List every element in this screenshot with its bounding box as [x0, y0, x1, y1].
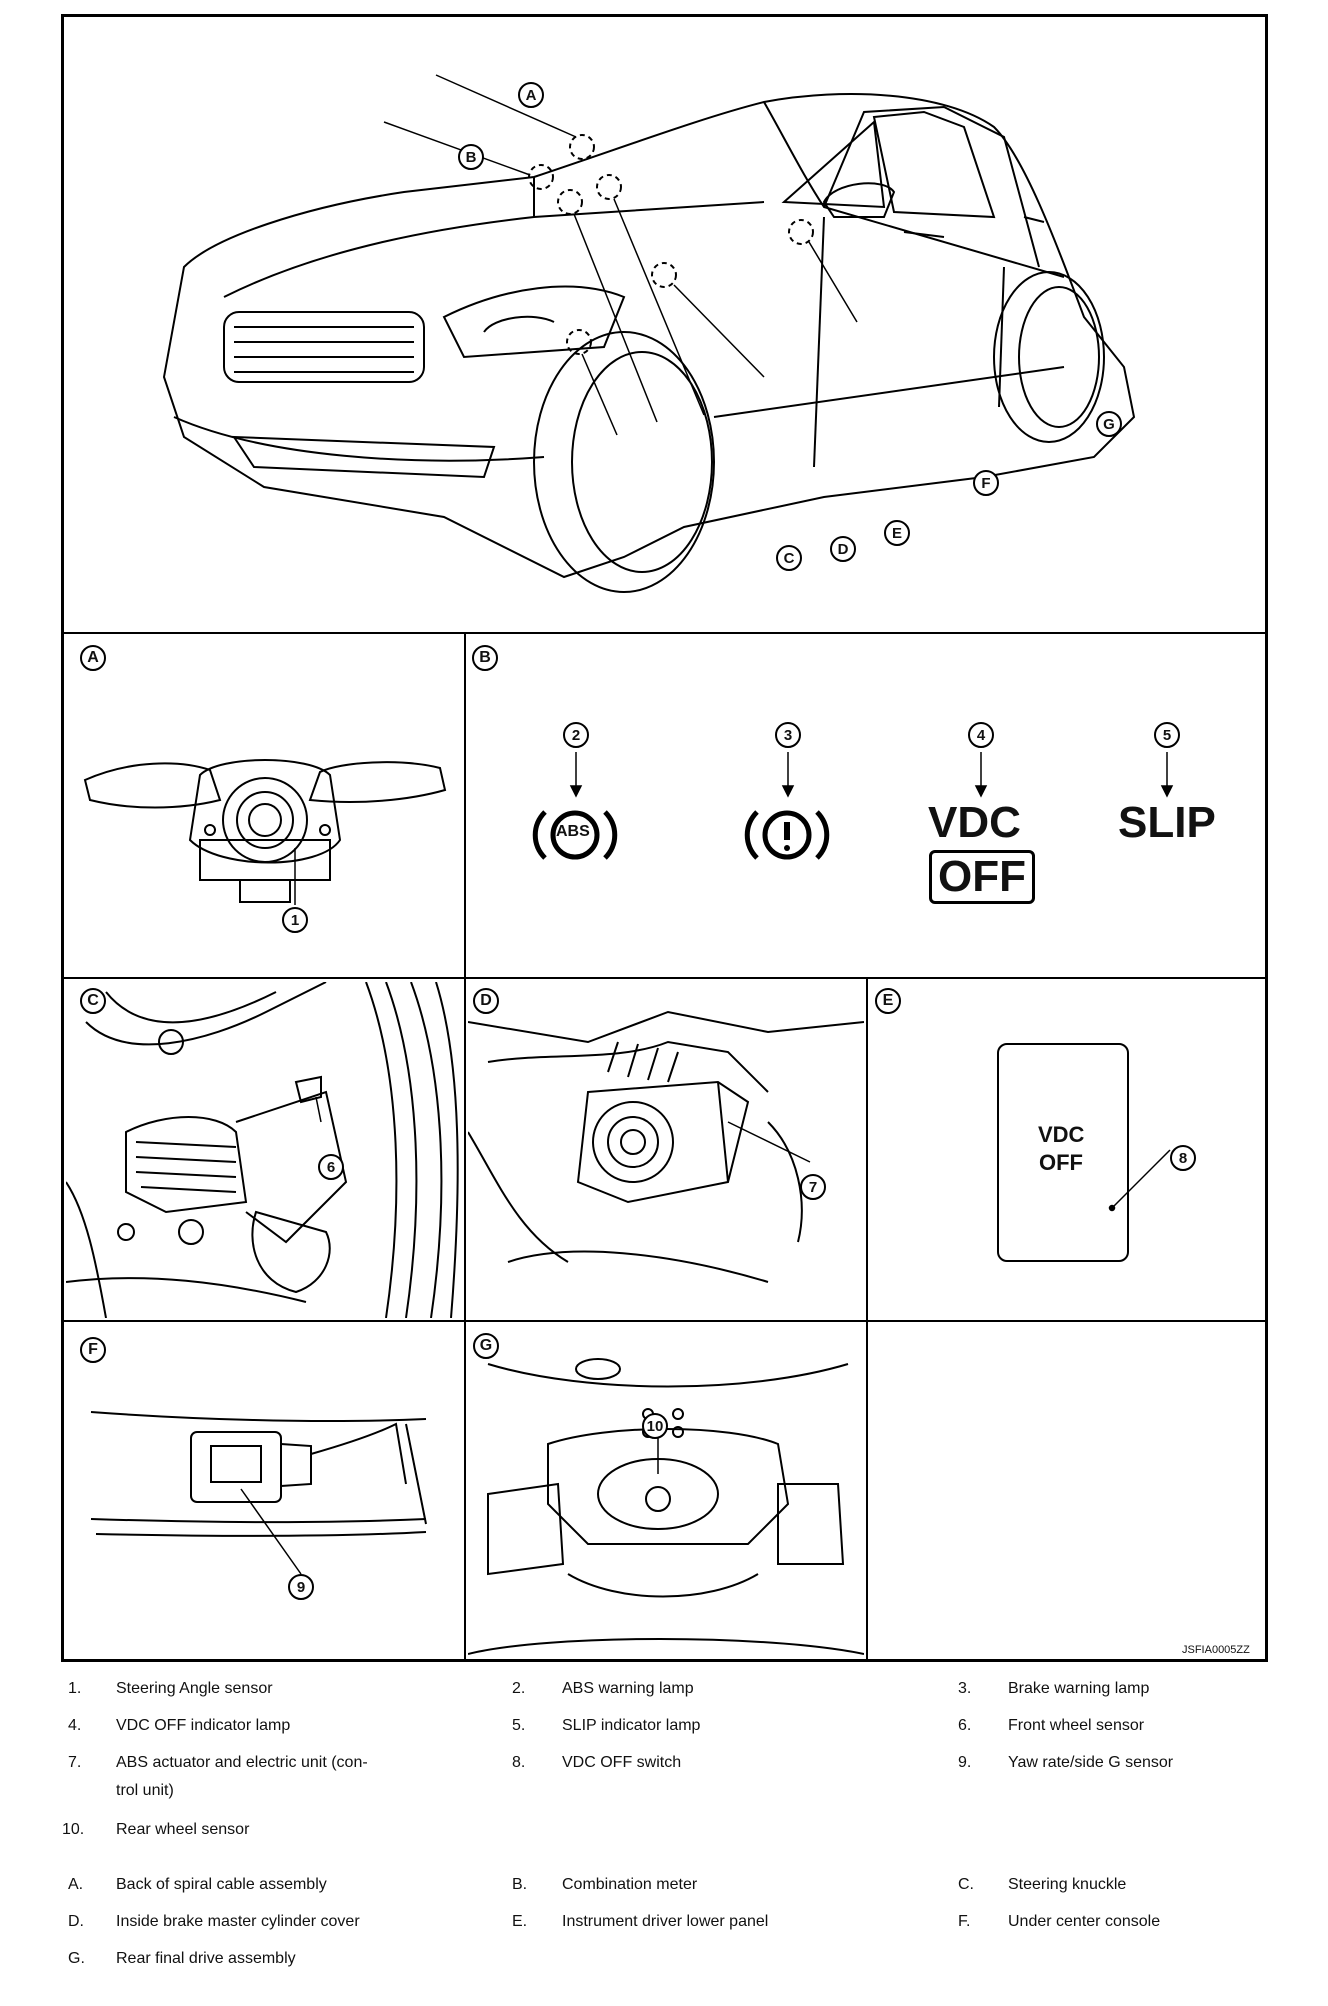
legend-text: Rear wheel sensor	[116, 1821, 250, 1838]
abs-actuator-illustration	[468, 1010, 864, 1283]
car-illustration	[162, 74, 1136, 593]
legend-num: 4.	[68, 1717, 82, 1734]
callout-d: D	[830, 536, 856, 562]
callout-2: 2	[563, 722, 589, 748]
vdc-off-switch	[997, 1043, 1129, 1262]
legend-num: A.	[68, 1876, 84, 1893]
callout-b: B	[458, 144, 484, 170]
legend-text: Inside brake master cylinder cover	[116, 1913, 360, 1930]
rear-final-drive-illustration	[468, 1358, 864, 1655]
legend-text: Rear final drive assembly	[116, 1950, 296, 1967]
grid-line	[866, 977, 868, 1662]
legend-text-cont: trol unit)	[116, 1782, 174, 1799]
legend-num: 8.	[512, 1754, 526, 1771]
diagram-frame	[61, 14, 1268, 1662]
callout-e: E	[884, 520, 910, 546]
switch-label-off: OFF	[1039, 1150, 1083, 1175]
legend-num: C.	[958, 1876, 974, 1893]
legend-text: Combination meter	[562, 1876, 698, 1893]
spiral-cable-illustration	[83, 759, 447, 905]
switch-leader	[1108, 1149, 1171, 1212]
callout-f: F	[973, 470, 999, 496]
callout-10: 10	[642, 1413, 668, 1439]
yaw-rate-sensor-illustration	[90, 1411, 427, 1575]
legend-num: 10.	[62, 1821, 85, 1838]
legend-num: G.	[68, 1950, 85, 1967]
lamp-arrows	[569, 752, 1174, 798]
callout-4: 4	[968, 722, 994, 748]
legend-text: Steering knuckle	[1008, 1876, 1127, 1893]
abs-lamp-text: ABS	[556, 823, 590, 840]
legend-num: 1.	[68, 1680, 82, 1697]
legend-text: Instrument driver lower panel	[562, 1913, 769, 1930]
callout-9: 9	[288, 1574, 314, 1600]
callout-8: 8	[1170, 1145, 1196, 1171]
grid-line	[61, 1320, 1268, 1322]
switch-label-vdc: VDC	[1038, 1122, 1085, 1147]
abs-warning-lamp-icon	[532, 810, 618, 860]
panel-letter-b: B	[472, 645, 498, 671]
grid-line	[61, 632, 1268, 634]
legend-text: Yaw rate/side G sensor	[1008, 1754, 1174, 1771]
legend-text: ABS warning lamp	[562, 1680, 694, 1697]
legend-text: Brake warning lamp	[1008, 1680, 1150, 1697]
legend-text: Back of spiral cable assembly	[116, 1876, 327, 1893]
callout-7: 7	[800, 1174, 826, 1200]
legend-num: B.	[512, 1876, 528, 1893]
legend-num: 7.	[68, 1754, 82, 1771]
panel-letter-a: A	[80, 645, 106, 671]
panel-letter-f: F	[80, 1337, 106, 1363]
legend-num: E.	[512, 1913, 528, 1930]
legend-num: 3.	[958, 1680, 972, 1697]
legend-text: VDC OFF indicator lamp	[116, 1717, 291, 1734]
legend-text: Under center console	[1008, 1913, 1161, 1930]
panel-letter-g: G	[473, 1333, 499, 1359]
legend-text: ABS actuator and electric unit (con-	[116, 1754, 368, 1771]
legend-text: SLIP indicator lamp	[562, 1717, 701, 1734]
panel-letter-c: C	[80, 988, 106, 1014]
callout-6: 6	[318, 1154, 344, 1180]
legend-text: Front wheel sensor	[1008, 1717, 1145, 1734]
panel-letter-e: E	[875, 988, 901, 1014]
legend-num: D.	[68, 1913, 84, 1930]
grid-line	[61, 977, 1268, 979]
slip-lamp-text: SLIP	[1118, 798, 1216, 847]
brake-warning-lamp-icon	[744, 810, 830, 860]
grid-line	[464, 632, 466, 1662]
vdc-lamp-text: VDC	[928, 798, 1021, 847]
figure-code: JSFIA0005ZZ	[1182, 1644, 1250, 1656]
callout-1: 1	[282, 907, 308, 933]
off-lamp-text: OFF	[929, 850, 1035, 904]
legend-num: 5.	[512, 1717, 526, 1734]
legend-num: F.	[958, 1913, 971, 1930]
callout-c: C	[776, 545, 802, 571]
callout-a: A	[518, 82, 544, 108]
legend-text: VDC OFF switch	[562, 1754, 682, 1771]
legend-num: 2.	[512, 1680, 526, 1697]
callout-3: 3	[775, 722, 801, 748]
legend-num: 6.	[958, 1717, 972, 1734]
legend-text: Steering Angle sensor	[116, 1680, 273, 1697]
callout-g: G	[1096, 411, 1122, 437]
panel-letter-d: D	[473, 988, 499, 1014]
callout-5: 5	[1154, 722, 1180, 748]
legend-num: 9.	[958, 1754, 972, 1771]
steering-knuckle-illustration	[66, 982, 459, 1318]
